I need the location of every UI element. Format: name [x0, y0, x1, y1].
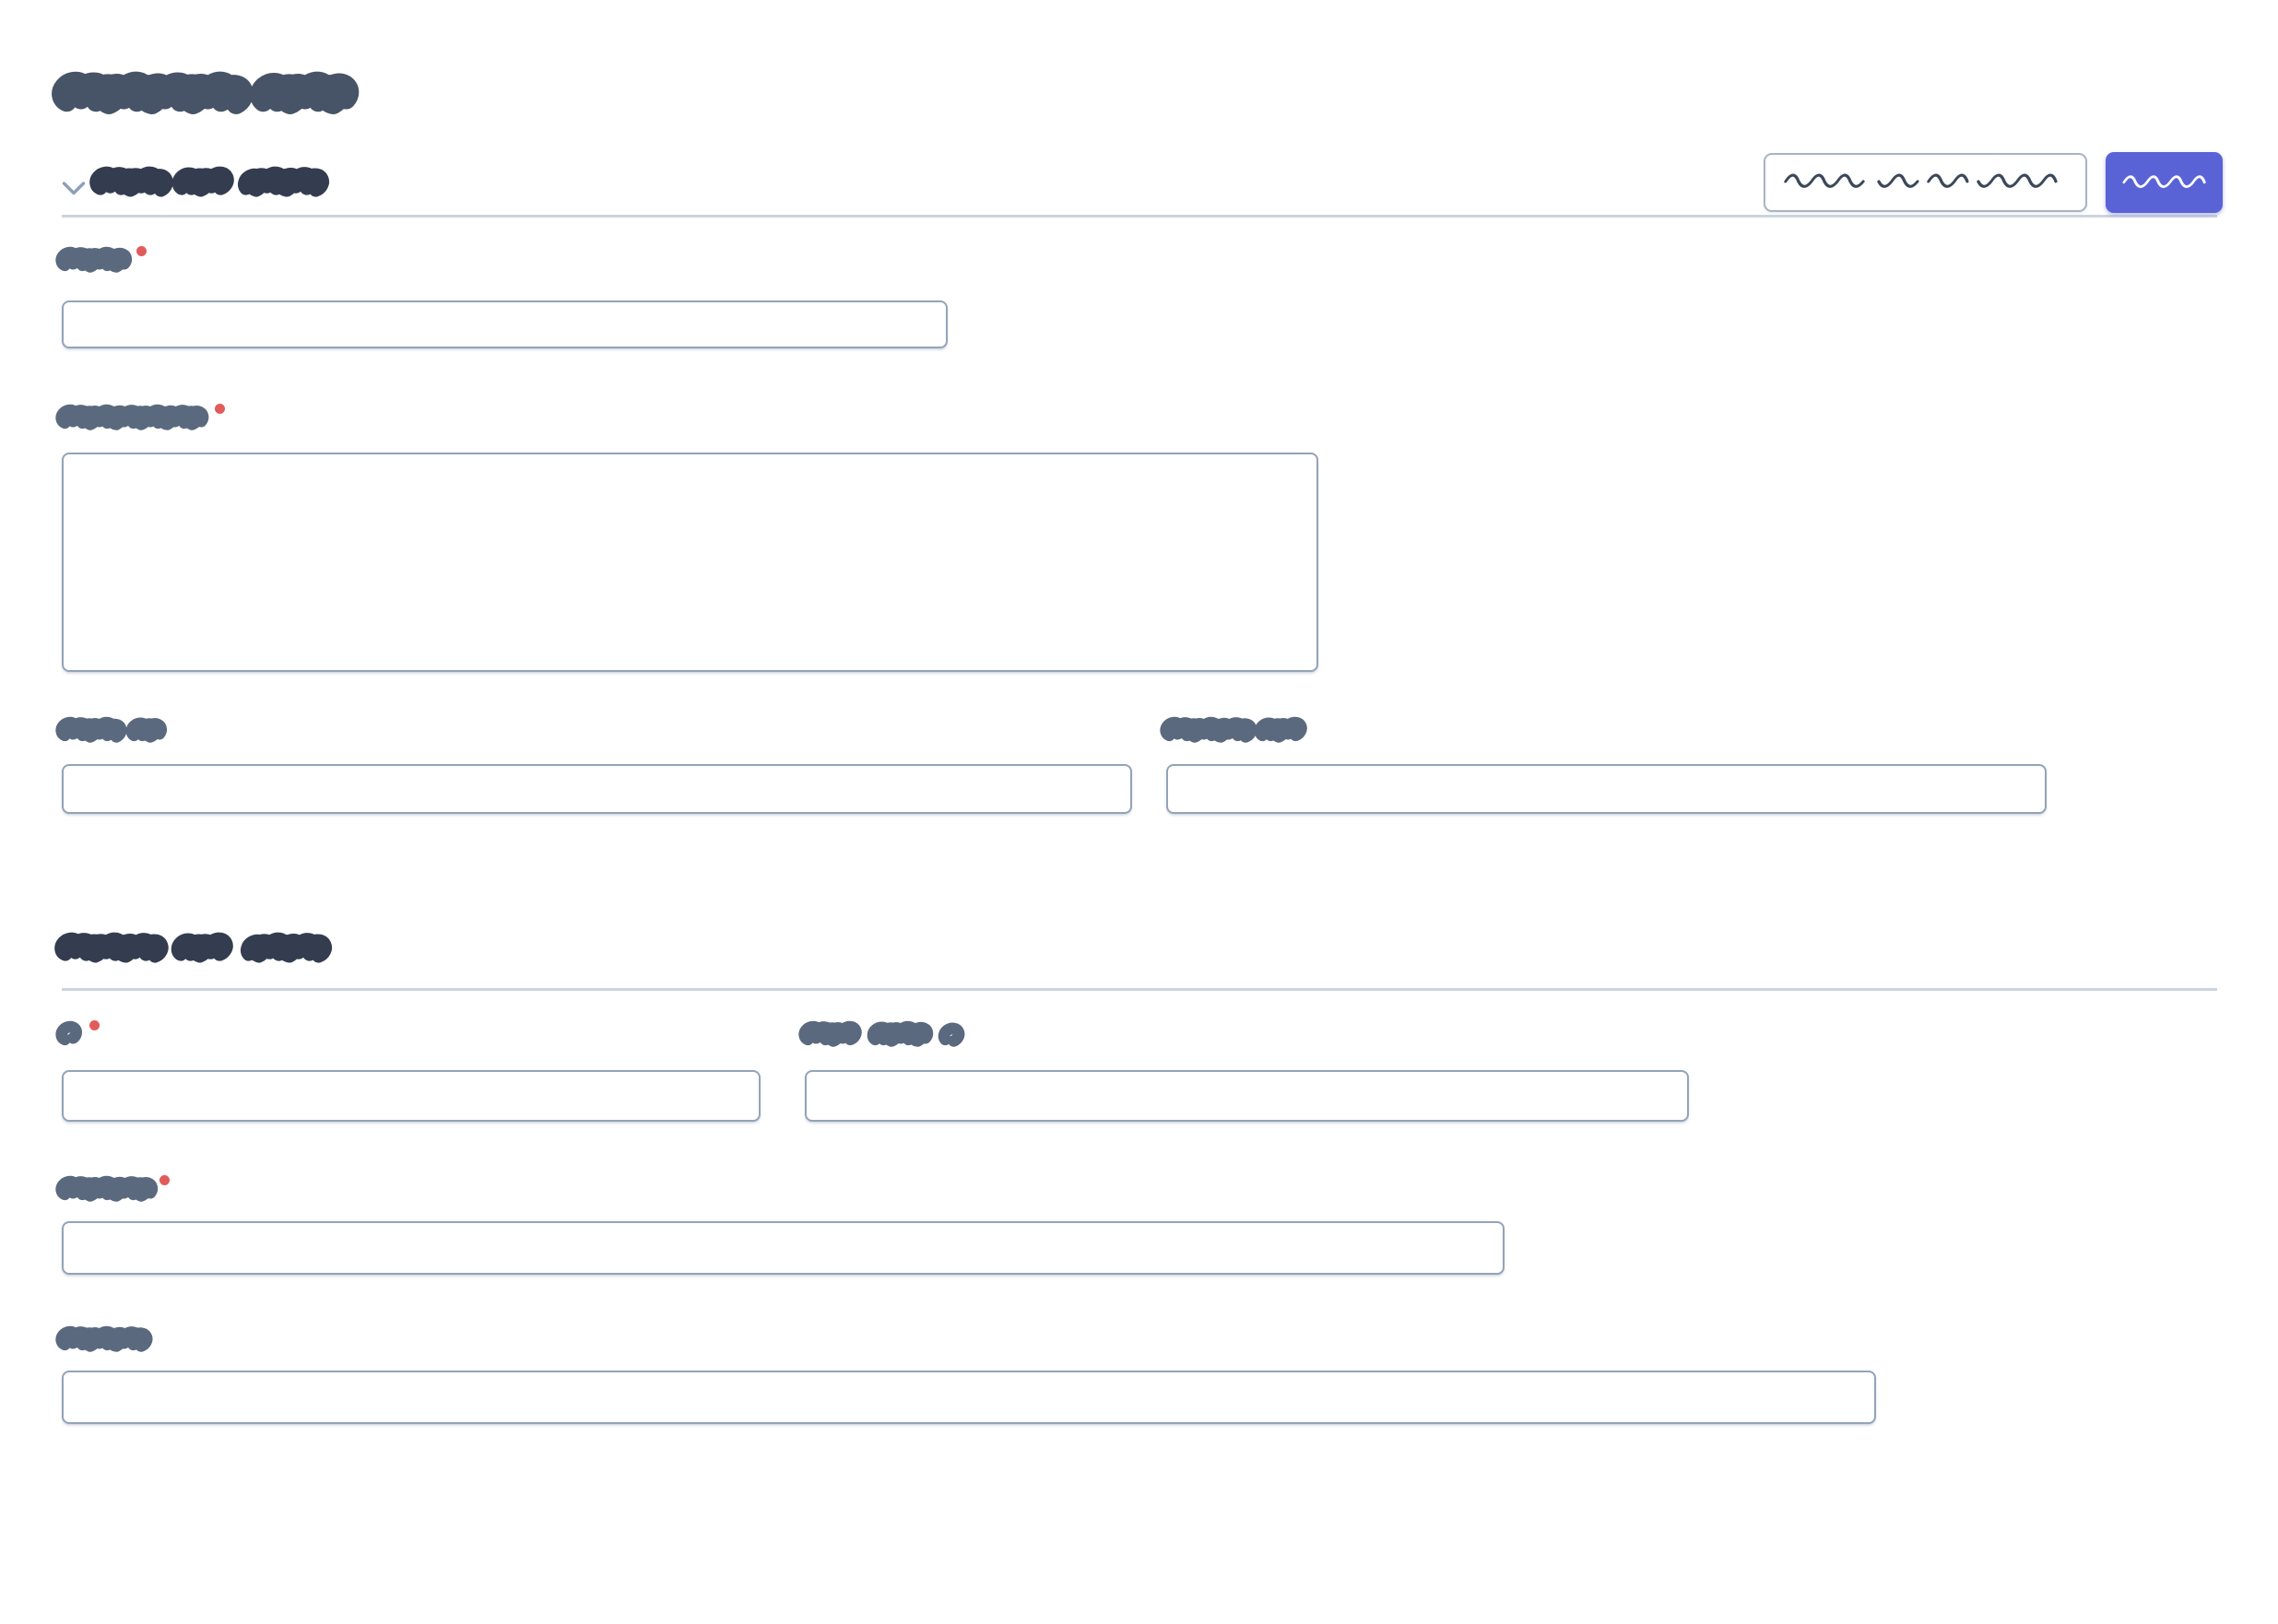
field-3-label: [55, 716, 168, 744]
section-1-divider: [62, 215, 2217, 218]
section-2: [54, 932, 2217, 1424]
submit-button-label: [2121, 174, 2206, 192]
submit-button[interactable]: [2106, 152, 2223, 213]
header-actions: [1764, 152, 2223, 213]
form-field-6: [798, 991, 1689, 1122]
required-indicator: [136, 246, 147, 256]
textarea-input[interactable]: [62, 453, 1318, 672]
form-field-1: [55, 246, 2217, 348]
required-indicator: [215, 404, 225, 414]
section-2-header: [54, 932, 2217, 969]
search-placeholder: [1784, 172, 2065, 194]
text-input-7[interactable]: [62, 1221, 1505, 1275]
text-input-6[interactable]: [805, 1070, 1689, 1122]
text-input-5[interactable]: [62, 1070, 761, 1122]
required-indicator: [159, 1175, 170, 1185]
form-field-3: [55, 672, 1132, 814]
field-7-label: [55, 1175, 159, 1203]
field-5-label: [55, 1020, 84, 1048]
section-1-header[interactable]: [62, 166, 2217, 203]
field-2-label: [55, 404, 209, 431]
search-input[interactable]: [1764, 153, 2087, 212]
text-input-4[interactable]: [1166, 764, 2047, 814]
form-field-8: [55, 1325, 2217, 1424]
form-row-1: [55, 672, 2217, 814]
section-2-divider: [62, 988, 2217, 991]
form-field-4: [1160, 672, 2047, 814]
text-input-3[interactable]: [62, 764, 1132, 814]
required-indicator: [89, 1020, 100, 1030]
section-2-title: [54, 932, 332, 969]
form-page: [0, 71, 2278, 1624]
chevron-down-icon[interactable]: [62, 181, 86, 196]
text-input-8[interactable]: [62, 1371, 1876, 1424]
field-8-label: [55, 1325, 153, 1353]
section-1-title: [89, 166, 329, 203]
text-input-1[interactable]: [62, 300, 948, 348]
field-4-label: [1160, 716, 1307, 744]
field-6-label: [798, 1020, 965, 1048]
form-field-2: [55, 404, 2217, 672]
section-1: [55, 166, 2217, 814]
form-row-2: [55, 991, 2217, 1122]
form-field-5: [55, 991, 761, 1122]
field-1-label: [55, 246, 133, 274]
page-title: [52, 71, 2217, 116]
form-field-7: [55, 1175, 2217, 1275]
